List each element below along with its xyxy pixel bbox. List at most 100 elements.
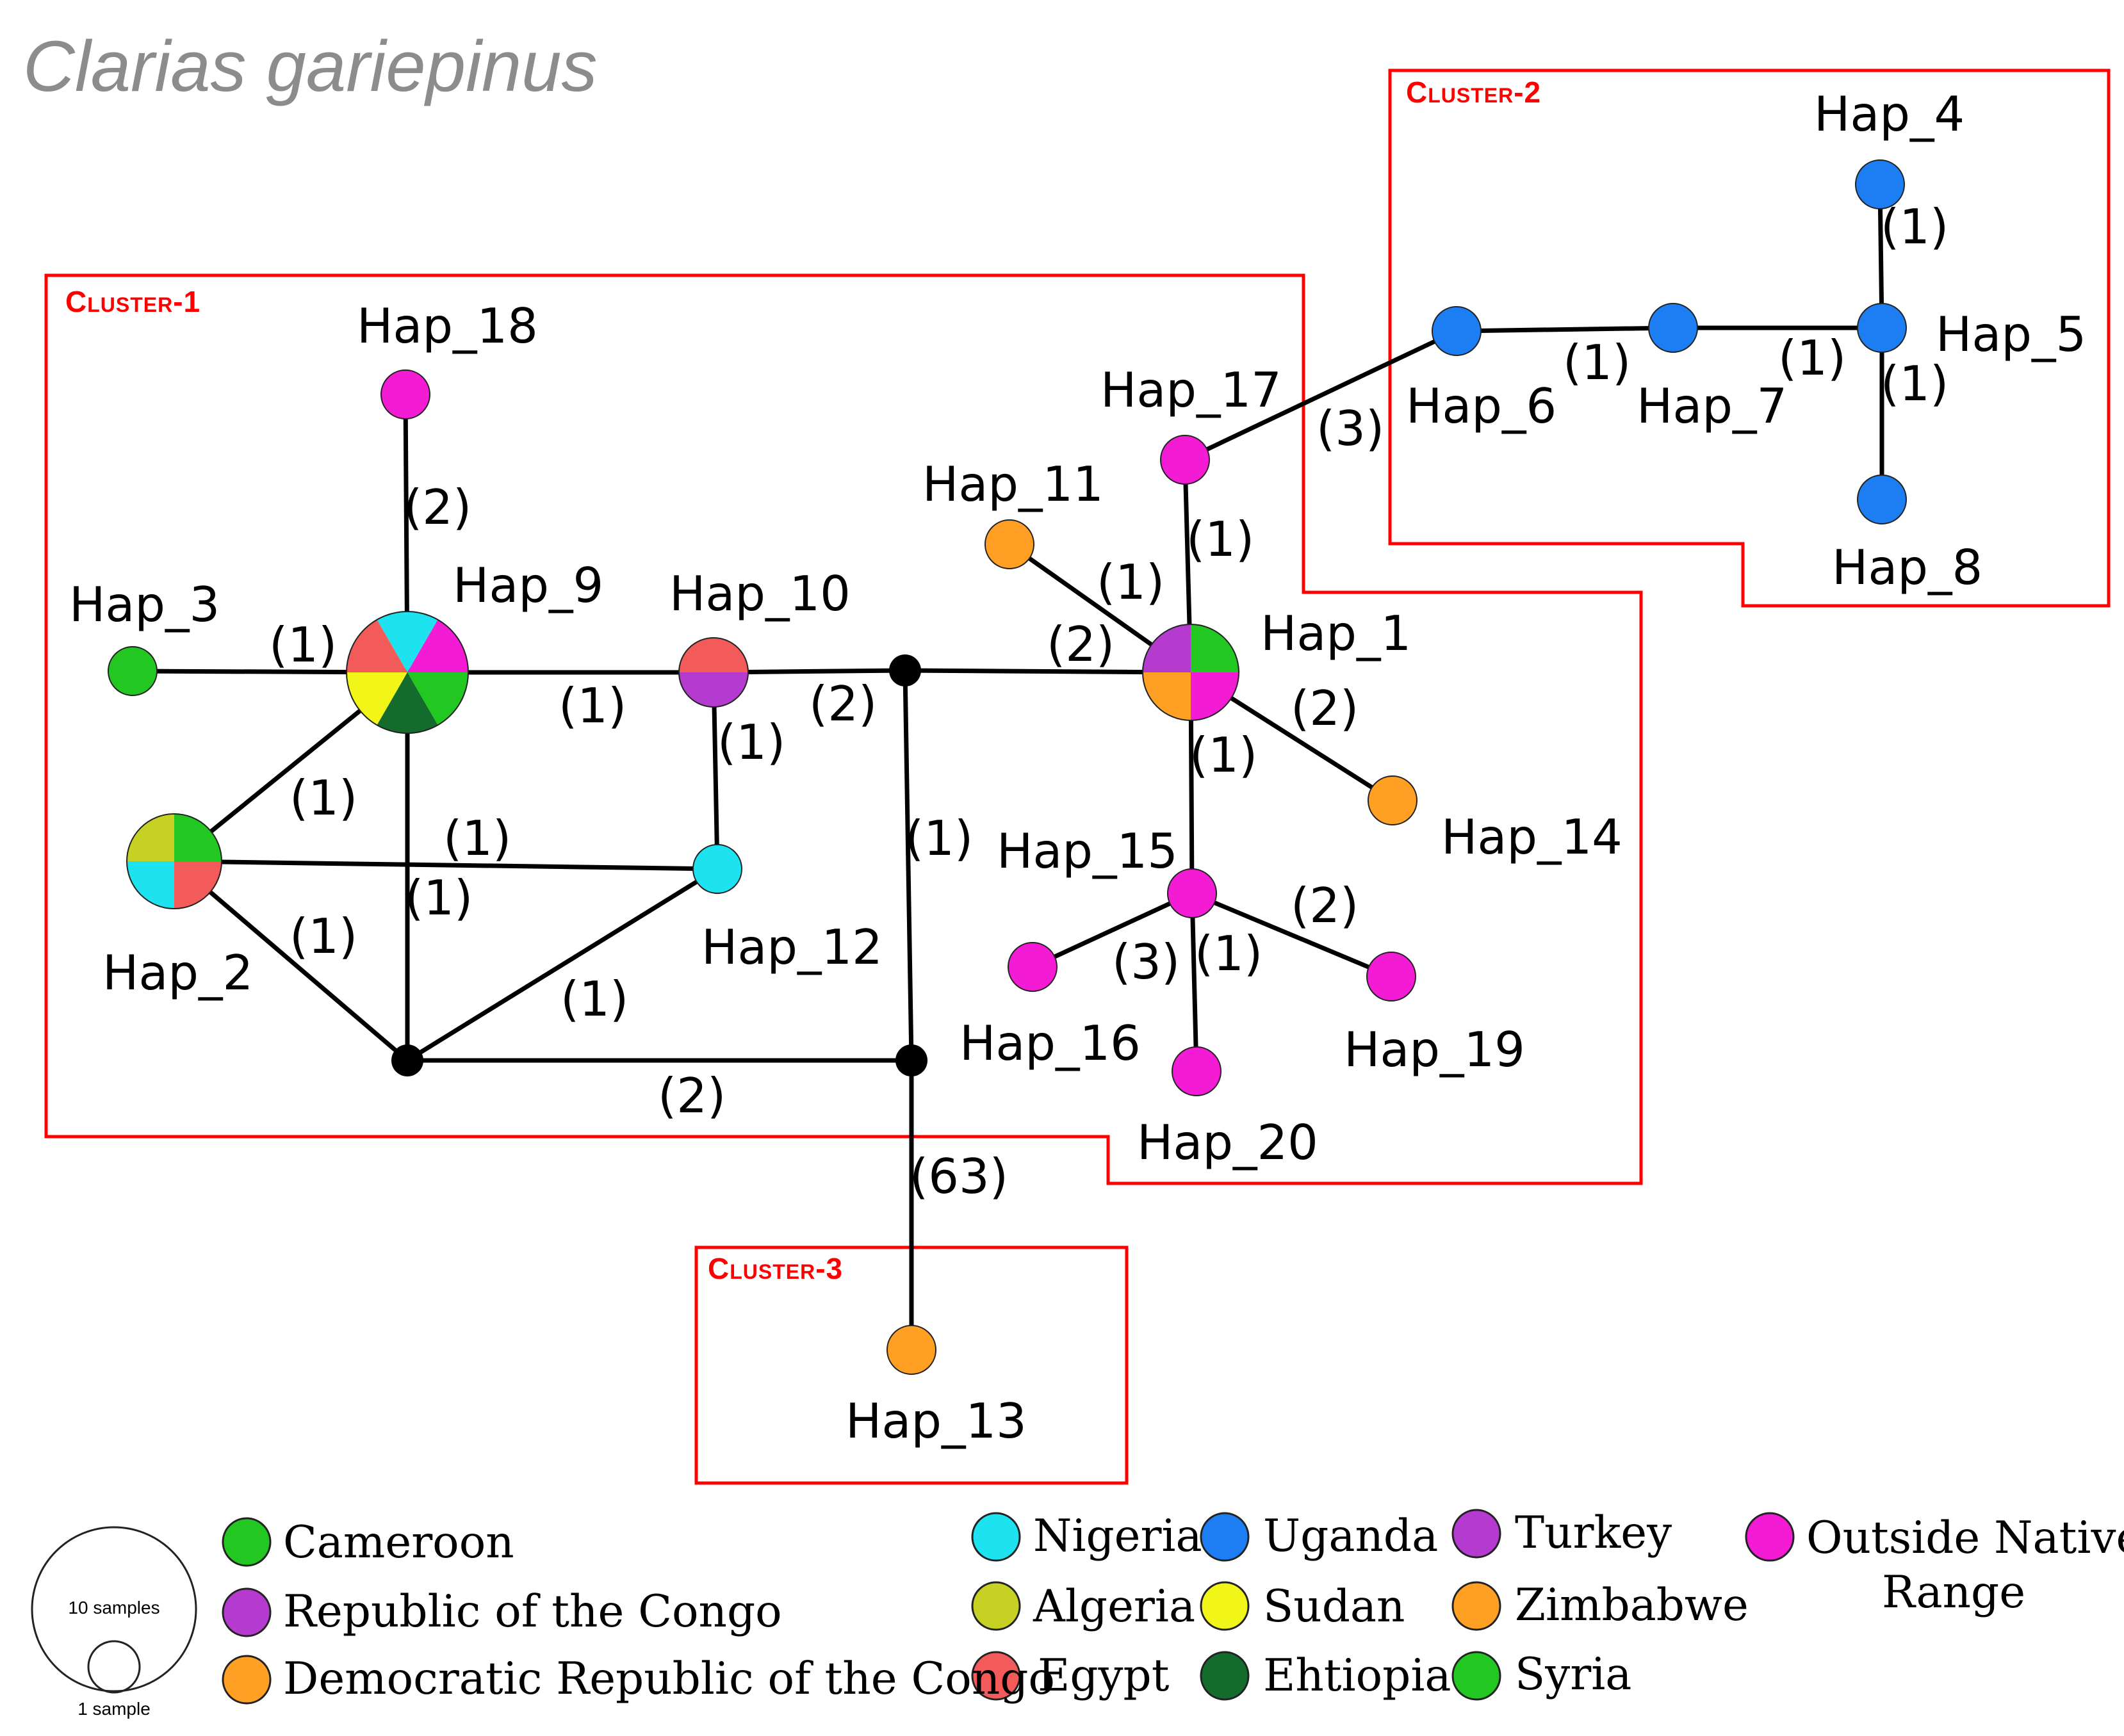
edge-hap15-hap19: [1191, 891, 1393, 979]
step-label: (1): [1778, 330, 1846, 386]
hap-label-2: Hap_2: [102, 945, 253, 1001]
hap-label-6: Hap_6: [1406, 378, 1556, 434]
node-hap17: [1160, 435, 1210, 485]
scale-label-small: 1 sample: [78, 1699, 151, 1719]
hap-label-4: Hap_4: [1814, 86, 1965, 142]
edge-hap15-hap16: [1031, 891, 1193, 969]
cluster-1-box: [44, 273, 1643, 1185]
node-hap11: [984, 519, 1034, 569]
hap-label-12: Hap_12: [701, 919, 883, 975]
node-hap18-fill: [381, 370, 430, 419]
node-hap3-outline: [108, 646, 158, 696]
node-hap4: [1855, 159, 1905, 209]
hap-label-5: Hap_5: [1936, 306, 2086, 362]
step-label: (1): [1563, 334, 1631, 391]
edge-hap12-mv2: [406, 867, 719, 1062]
hap-label-11: Hap_11: [922, 456, 1104, 512]
legend: 10 samples 1 sample Cameroon Republic of…: [31, 1507, 2124, 1719]
node-hap2-slice: [127, 814, 174, 861]
legend-label-outside-native-2: Range: [1882, 1567, 2025, 1618]
step-label: (1): [443, 810, 511, 866]
step-label: (2): [658, 1067, 726, 1124]
mutation-labels: (2) (1) (1) (1) (2) (1) (1) (1) (1) (1) …: [269, 199, 1948, 1205]
node-hap19-fill: [1367, 952, 1416, 1001]
legend-swatch-turkey: [1451, 1509, 1501, 1559]
legend-label-egypt: Egypt: [1038, 1650, 1170, 1701]
step-label: (1): [1881, 355, 1948, 412]
node-hap13: [886, 1325, 936, 1375]
node-hap9-slice: [377, 672, 438, 734]
hap-label-9: Hap_9: [453, 557, 603, 613]
node-hap13-fill: [887, 1326, 936, 1374]
node-hap1-slice: [1191, 672, 1239, 720]
step-label: (1): [290, 770, 357, 826]
node-hap4-outline: [1855, 159, 1905, 209]
node-hap2-outline: [126, 813, 222, 909]
legend-label-cameroon: Cameroon: [283, 1517, 514, 1568]
cluster-3-label: Cluster-3: [708, 1252, 843, 1285]
node-hap2: [126, 813, 222, 909]
hap-label-19: Hap_19: [1344, 1021, 1525, 1078]
node-hap3: [108, 646, 158, 696]
edge-hap17-hap6: [1184, 329, 1458, 462]
median-vector-2: [391, 1044, 423, 1076]
step-label: (1): [290, 908, 357, 964]
node-hap19-outline: [1366, 952, 1416, 1002]
figure-title: Clarias gariepinus: [23, 26, 597, 106]
node-hap2-slice: [127, 861, 174, 909]
edge-hap2-mv2: [172, 859, 409, 1062]
scale-label-large: 10 samples: [68, 1598, 159, 1618]
legend-label-republic-of-the-congo: Republic of the Congo: [283, 1586, 782, 1637]
step-label: (1): [1186, 511, 1254, 567]
node-hap12: [692, 844, 742, 894]
hap-label-20: Hap_20: [1137, 1114, 1318, 1171]
legend-swatch-uganda: [1200, 1512, 1250, 1562]
node-hap8: [1857, 475, 1907, 524]
legend-label-algeria: Algeria: [1033, 1581, 1195, 1632]
step-label: (2): [1291, 680, 1359, 736]
node-hap18-outline: [380, 369, 430, 419]
node-hap5-outline: [1857, 303, 1907, 353]
step-label: (1): [1881, 199, 1948, 255]
legend-swatch-outside-native-range: [1745, 1512, 1795, 1562]
hap-label-16: Hap_16: [960, 1015, 1141, 1071]
node-hap12-outline: [692, 844, 742, 894]
node-hap5: [1857, 303, 1907, 353]
node-hap14-fill: [1368, 776, 1417, 825]
node-hap1-slice: [1143, 624, 1191, 672]
edge-hap15-hap20: [1189, 893, 1199, 1072]
hap-label-17: Hap_17: [1100, 362, 1282, 418]
hap-label-13: Hap_13: [846, 1393, 1027, 1449]
legend-swatch-egypt: [971, 1651, 1021, 1701]
node-hap11-fill: [985, 520, 1034, 569]
step-label: (2): [1291, 877, 1359, 934]
node-hap19: [1366, 952, 1416, 1002]
node-hap5-fill: [1858, 304, 1906, 352]
legend-swatch-zimbabwe: [1451, 1581, 1501, 1631]
hap-label-14: Hap_14: [1441, 809, 1622, 865]
node-hap9-slice: [377, 612, 438, 672]
hap-label-15: Hap_15: [997, 823, 1178, 879]
legend-label-syria: Syria: [1515, 1649, 1631, 1700]
legend-swatch-republic-of-the-congo: [222, 1587, 272, 1637]
node-hap13-outline: [886, 1325, 936, 1375]
node-hap7: [1648, 303, 1698, 353]
cluster-1-label: Cluster-1: [65, 285, 200, 318]
node-hap6-fill: [1432, 307, 1481, 355]
step-label: (1): [559, 677, 626, 734]
node-hap6: [1432, 306, 1482, 356]
legend-swatch-ethiopia: [1200, 1651, 1250, 1701]
node-hap7-outline: [1648, 303, 1698, 353]
legend-swatch-sudan: [1200, 1581, 1250, 1631]
node-hap15-outline: [1167, 868, 1217, 918]
legend-label-turkey: Turkey: [1515, 1507, 1672, 1559]
legend-label-nigeria: Nigeria: [1033, 1511, 1202, 1562]
node-hap18: [380, 369, 430, 419]
node-hap10-slice: [679, 672, 748, 707]
node-hap4-fill: [1856, 160, 1904, 209]
cluster-2-label: Cluster-2: [1406, 76, 1541, 109]
edge-hap2-hap12: [174, 859, 718, 872]
legend-label-outside-native-1: Outside Native: [1806, 1513, 2124, 1564]
hap-label-7: Hap_7: [1637, 378, 1787, 434]
node-hap1-slice: [1191, 624, 1239, 672]
